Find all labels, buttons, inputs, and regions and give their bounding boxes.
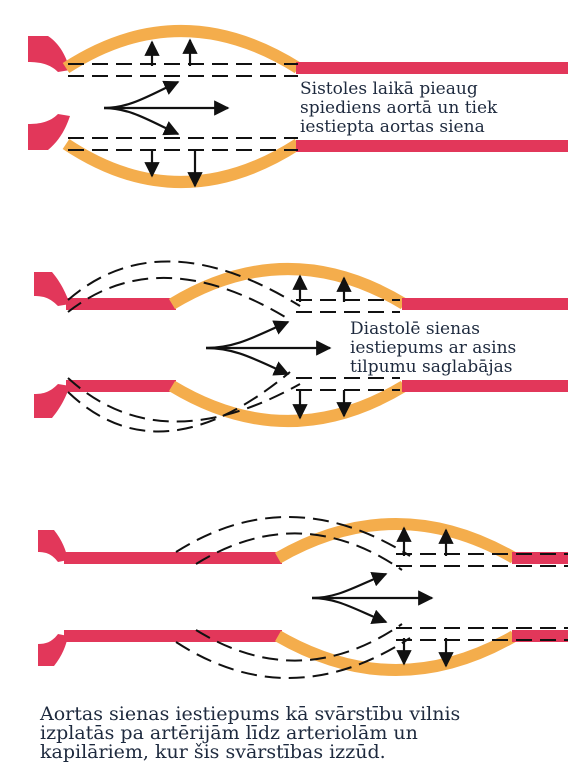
stretched-wall-bottom xyxy=(172,386,404,421)
artery-top xyxy=(402,298,568,310)
aortic-valve-icon xyxy=(38,634,68,666)
aortic-valve-icon xyxy=(34,384,70,418)
blood-flow-arrows-icon xyxy=(312,574,432,622)
proximal-top xyxy=(66,298,176,310)
wall-stretch-arrows-icon xyxy=(152,40,195,186)
aortic-valve-icon xyxy=(28,114,70,150)
proximal-bottom xyxy=(64,630,282,642)
propagation-caption: Aortas sienas iestiepums kā svārstību vi… xyxy=(40,705,460,762)
systole-label: Sistoles laikā pieaug spiediens aortā un… xyxy=(300,80,497,137)
artery-bottom xyxy=(402,380,568,392)
stretched-wall-top xyxy=(278,524,514,558)
blood-flow-arrows-icon xyxy=(104,82,228,134)
artery-bottom xyxy=(296,140,568,152)
aortic-valve-icon xyxy=(34,272,70,306)
stretched-wall-bottom xyxy=(278,636,514,670)
stretched-wall-top xyxy=(172,269,404,304)
blood-flow-arrows-icon xyxy=(206,322,330,374)
stretched-wall-top xyxy=(66,31,298,68)
artery-top xyxy=(296,62,568,74)
aortic-valve-icon xyxy=(28,36,70,72)
diastole-label: Diastolē sienas iestiepums ar asins tilp… xyxy=(350,320,516,377)
proximal-top xyxy=(64,552,282,564)
panel-propagation xyxy=(38,517,568,678)
aortic-valve-icon xyxy=(38,530,68,562)
proximal-bottom xyxy=(66,380,176,392)
